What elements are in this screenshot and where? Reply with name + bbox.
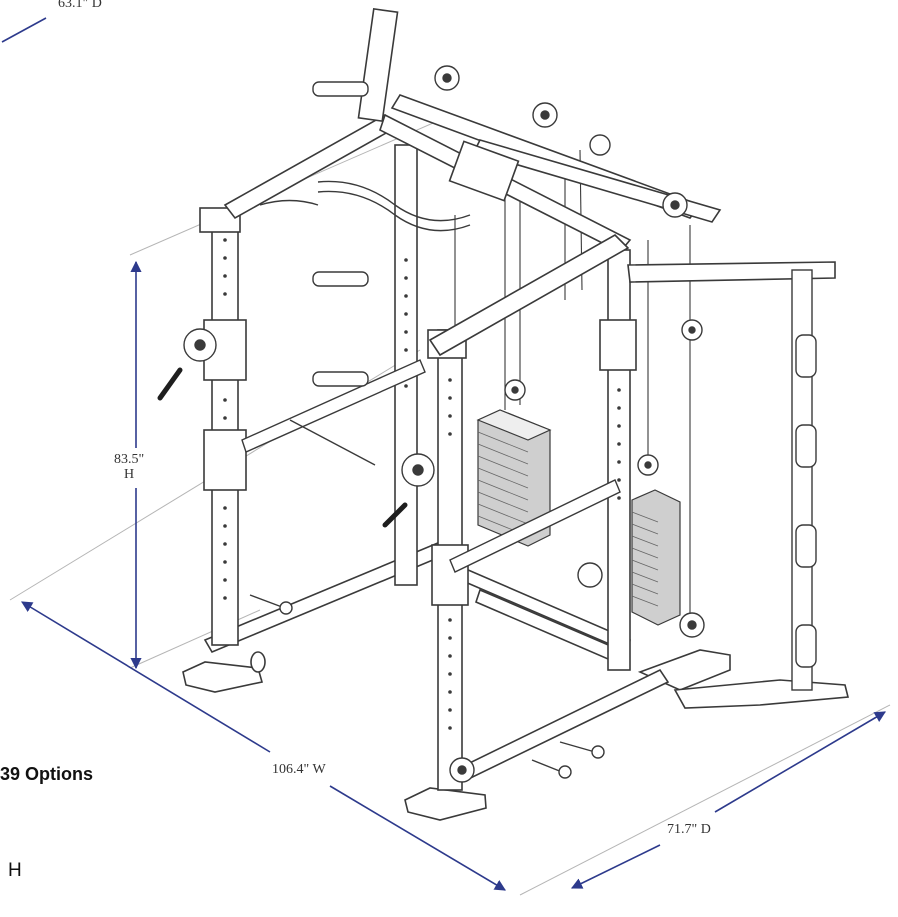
width-line-right	[329, 785, 506, 891]
top-depth-label: 63.1" D	[58, 0, 102, 11]
rear-uprights	[199, 144, 418, 646]
depth-line-right	[714, 711, 886, 813]
base-feet	[182, 649, 850, 821]
handles	[157, 367, 408, 528]
height-value: 83.5"	[114, 452, 145, 467]
weight-stacks	[476, 409, 681, 626]
height-label: 83.5" H	[114, 452, 144, 482]
width-label: 106.4" W	[272, 762, 326, 777]
top-depth-line	[1, 17, 47, 43]
depth-label: 71.7" D	[667, 822, 711, 837]
side-letter: H	[8, 860, 22, 881]
height-unit: H	[124, 467, 135, 482]
top-frame	[223, 7, 836, 357]
pulleys	[183, 65, 705, 783]
lat-bar	[259, 180, 471, 232]
dimension-lines	[1, 17, 886, 891]
width-line-left	[21, 601, 271, 753]
storage-pegs	[249, 81, 817, 779]
options-text: 39 Options	[0, 764, 94, 784]
depth-line-left	[570, 844, 661, 889]
upright-holes	[223, 238, 621, 730]
